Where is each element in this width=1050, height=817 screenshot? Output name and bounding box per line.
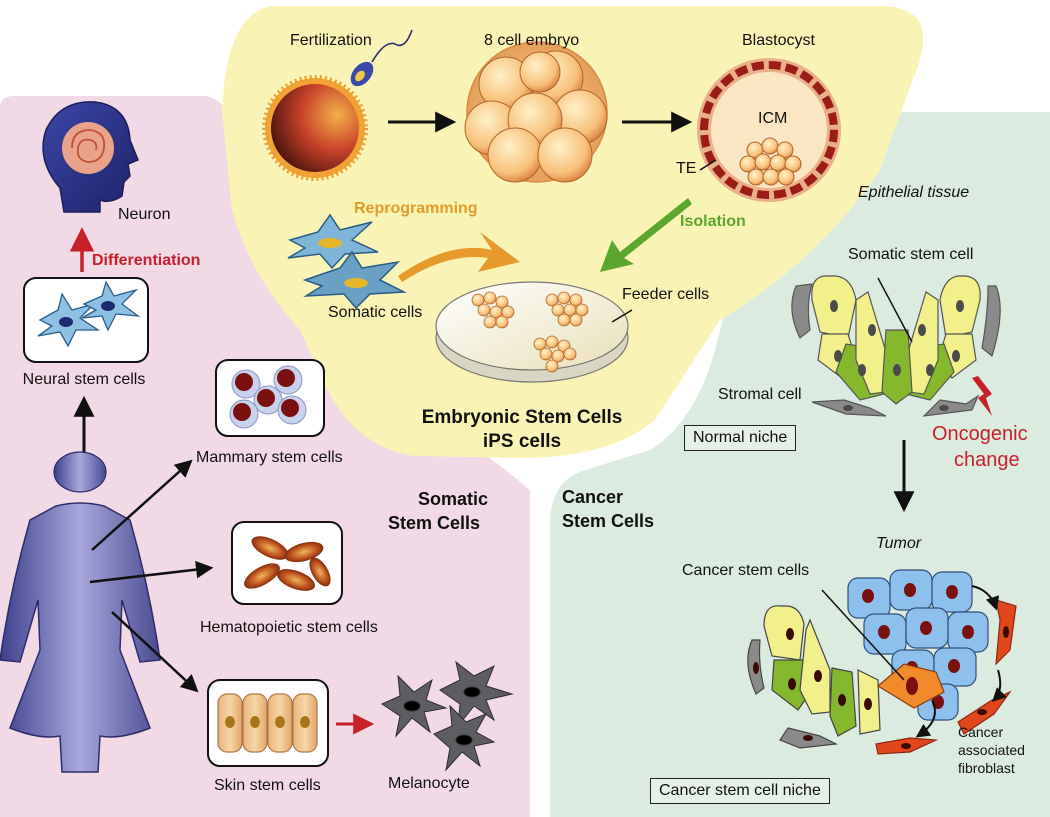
mammary-stem-cells-box <box>215 359 325 437</box>
label-tumor: Tumor <box>876 535 922 552</box>
sperm-cell <box>350 29 413 87</box>
label-neuron: Neuron <box>118 206 171 223</box>
brain-head-icon <box>42 101 139 213</box>
arrow-to-skin <box>111 611 199 693</box>
label-oncogenic-change: change <box>954 449 1020 471</box>
label-8-cell-embryo: 8 cell embryo <box>484 32 580 49</box>
eight-cell-embryo <box>464 41 608 183</box>
arrow-to-hematopoietic <box>89 560 214 584</box>
label-oncogenic: Oncogenic <box>932 423 1028 445</box>
title-ips-cells: iPS cells <box>482 431 562 452</box>
label-somatic-stem-cell: Somatic stem cell <box>848 246 974 263</box>
arrow-to-mammary <box>91 459 193 551</box>
label-melanocyte: Melanocyte <box>388 775 470 792</box>
title-embryonic-stem-cells: Embryonic Stem Cells <box>421 407 623 428</box>
hematopoietic-stem-cells-box <box>231 521 343 605</box>
normal-niche-box: Normal niche <box>684 425 797 451</box>
inner-cell-mass <box>739 137 802 186</box>
reprogramming-arrow <box>398 232 520 282</box>
stem-cell-colony <box>471 291 589 373</box>
label-differentiation: Differentiation <box>92 252 201 269</box>
skin-stem-cells-box <box>207 679 329 767</box>
title-cancer-stem-cells: Stem Cells <box>562 511 655 531</box>
blastocyst <box>697 58 841 202</box>
label-isolation: Isolation <box>680 213 746 230</box>
isolation-arrow <box>600 198 692 272</box>
egg-cell <box>262 75 368 181</box>
neural-stem-cells-box <box>23 277 149 363</box>
title-somatic-stem-cells: Stem Cells <box>388 513 481 533</box>
label-reprogramming: Reprogramming <box>354 200 478 217</box>
title-cancer: Cancer <box>562 487 624 507</box>
petri-dish <box>435 281 633 383</box>
melanocyte-cells <box>380 660 514 772</box>
label-cancer-stem-cells: Cancer stem cells <box>682 562 810 579</box>
label-stromal-cell: Stromal cell <box>718 386 802 403</box>
human-figure-icon <box>0 451 161 773</box>
cancer-stem-cell-niche-box: Cancer stem cell niche <box>650 778 830 804</box>
label-fibroblast-3: fibroblast <box>958 760 1015 776</box>
label-skin-stem-cells: Skin stem cells <box>214 777 321 794</box>
label-icm: ICM <box>758 110 788 127</box>
label-neural-stem-cells: Neural stem cells <box>22 371 146 388</box>
oncogenic-bolt-icon <box>972 376 992 416</box>
label-blastocyst: Blastocyst <box>742 32 815 49</box>
label-epithelial-tissue: Epithelial tissue <box>858 184 970 201</box>
title-somatic: Somatic <box>418 489 489 509</box>
label-te: TE <box>676 160 697 177</box>
label-somatic-cells: Somatic cells <box>328 304 423 321</box>
label-feeder-cells: Feeder cells <box>622 286 710 303</box>
label-fibroblast-2: associated <box>958 742 1025 758</box>
label-mammary-stem-cells: Mammary stem cells <box>196 449 343 466</box>
label-fertilization: Fertilization <box>290 32 372 49</box>
label-hematopoietic-stem-cells: Hematopoietic stem cells <box>200 619 378 636</box>
label-fibroblast-1: Cancer <box>958 724 1004 740</box>
normal-niche-crypt <box>791 275 1001 417</box>
tumor <box>747 569 1017 755</box>
somatic-cells <box>287 213 407 310</box>
